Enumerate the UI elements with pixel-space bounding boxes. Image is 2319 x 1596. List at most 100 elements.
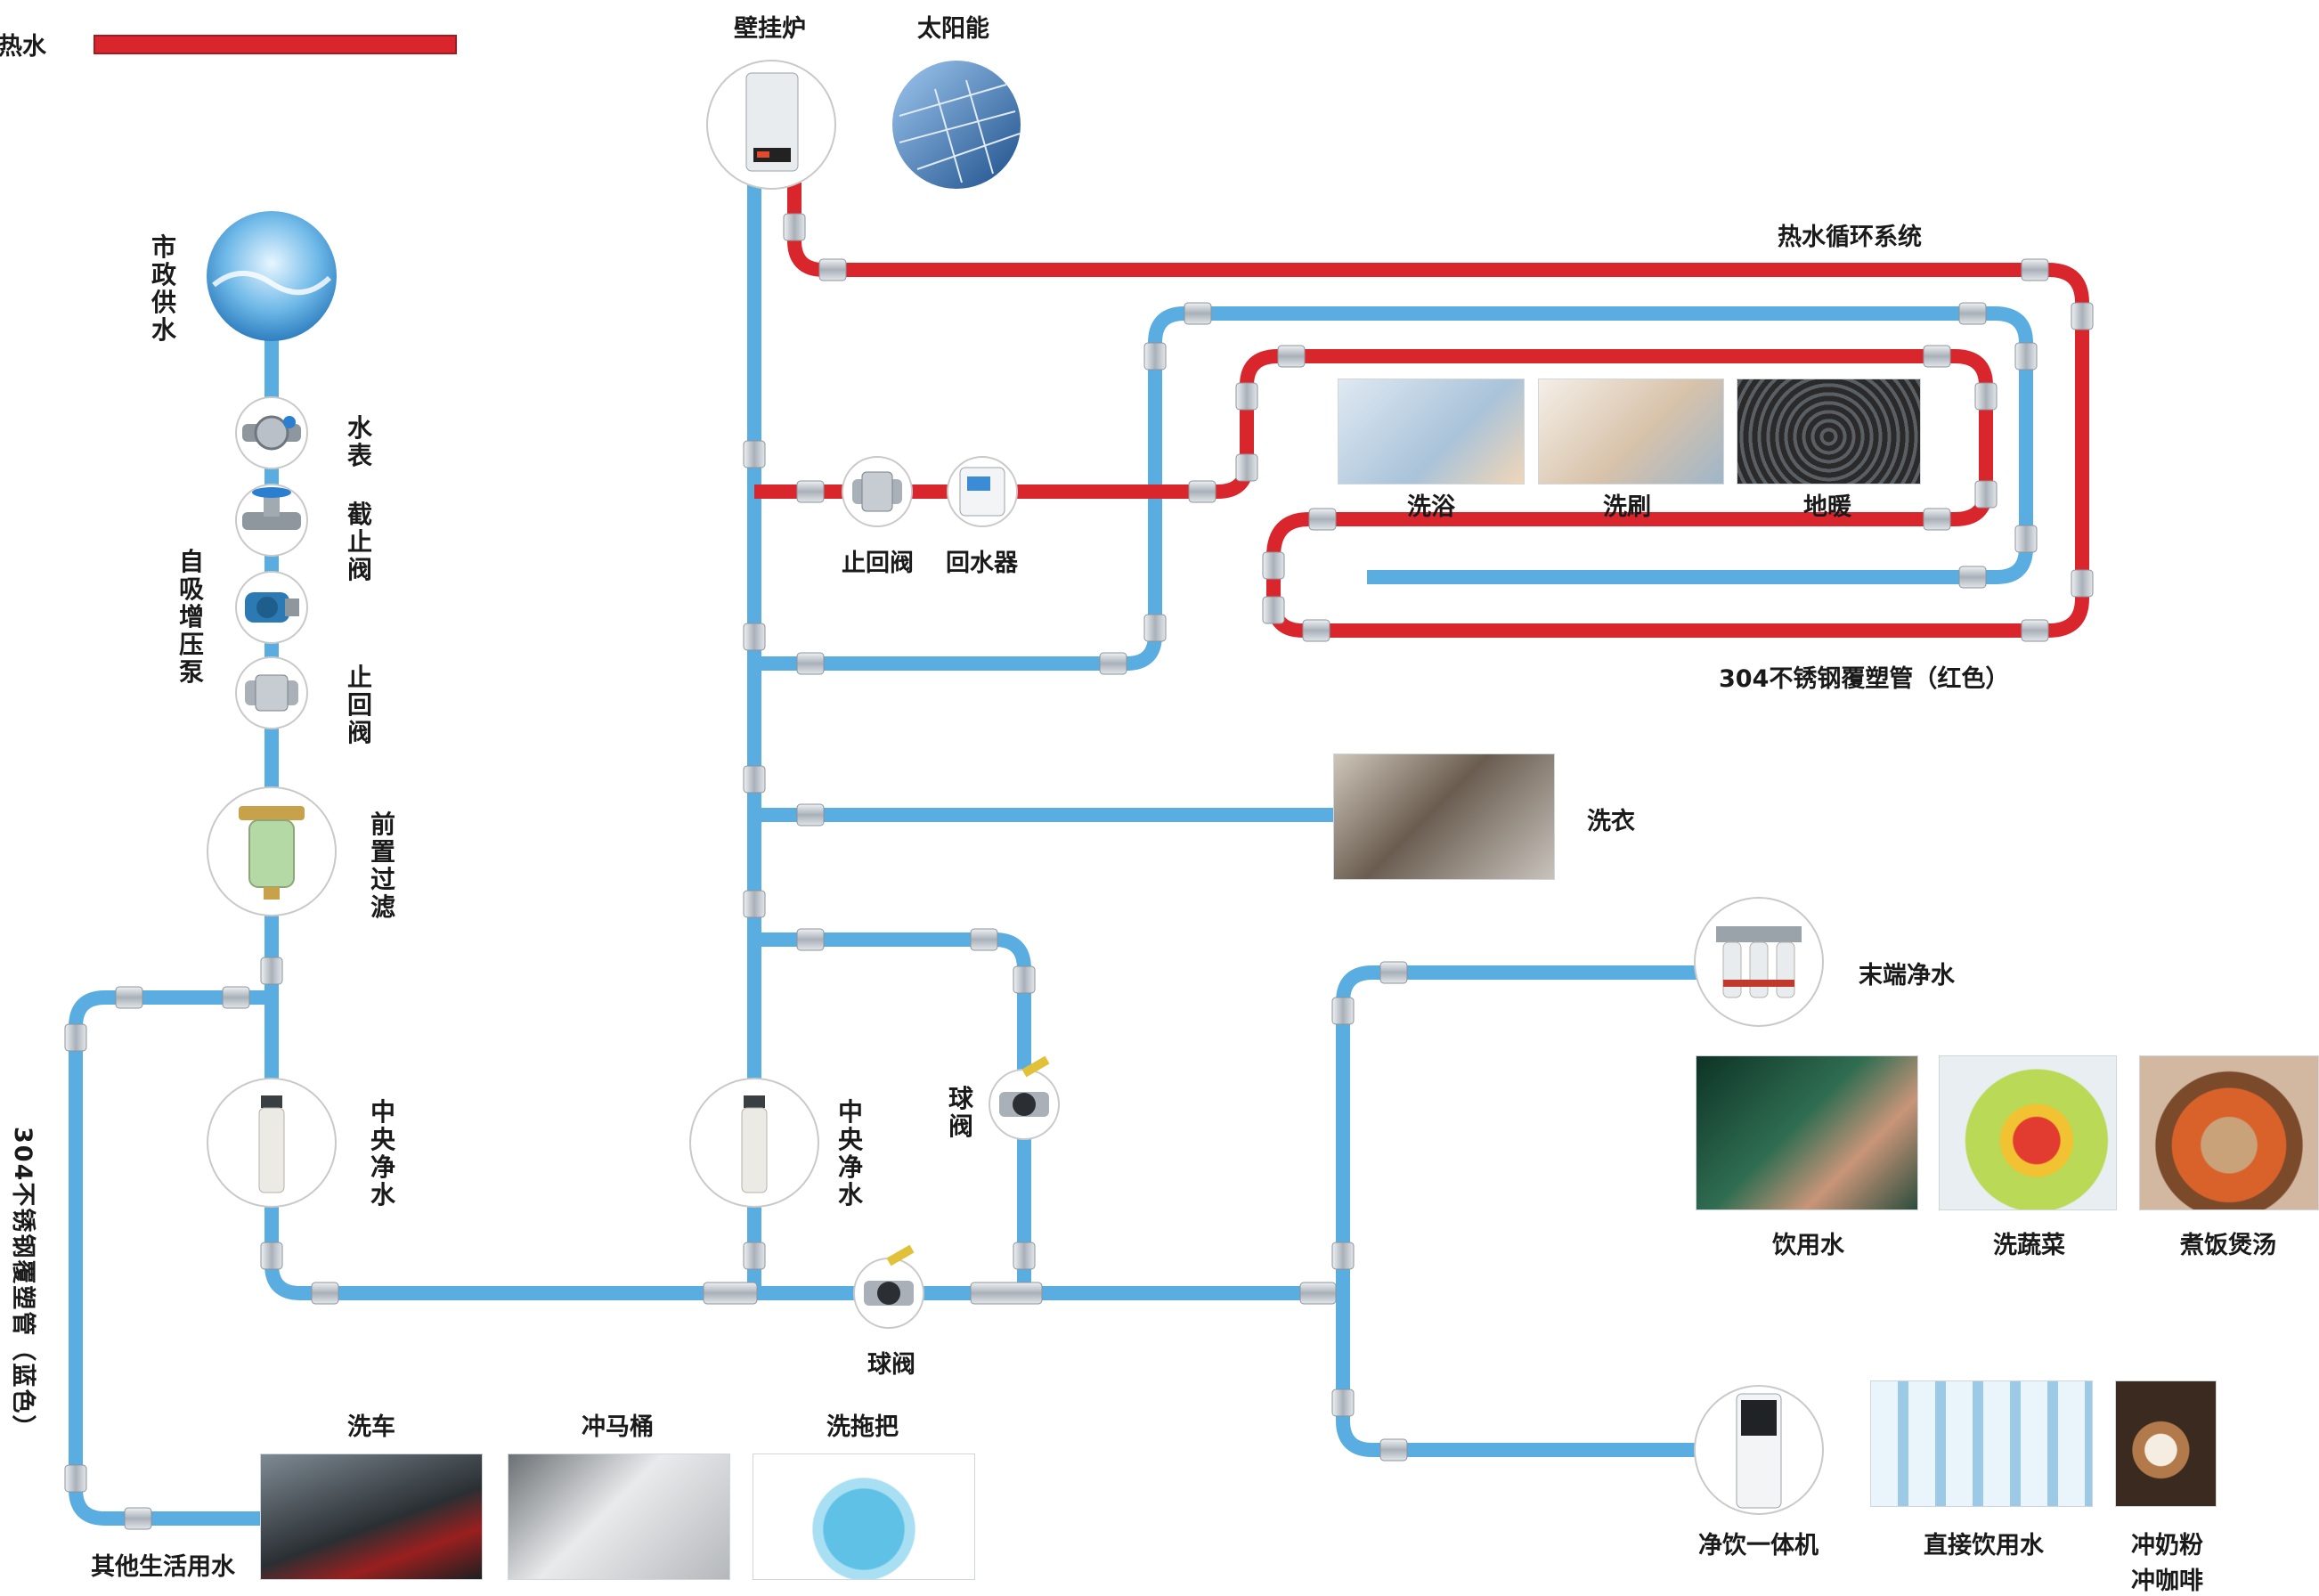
cooking-photo xyxy=(2139,1055,2319,1210)
fitting xyxy=(1308,508,1337,531)
boiler-icon xyxy=(706,60,836,190)
fitting xyxy=(2071,569,2094,598)
fitting xyxy=(1188,480,1216,503)
fitting xyxy=(2071,302,2094,330)
end-purifier-label: 末端净水 xyxy=(1859,962,1955,989)
fitting xyxy=(260,1242,283,1270)
mop-label: 洗拖把 xyxy=(826,1413,899,1441)
fitting xyxy=(1013,1242,1036,1270)
fitting xyxy=(1302,619,1330,642)
floor-heating-photo xyxy=(1737,379,1921,484)
return-device-label: 回水器 xyxy=(946,550,1018,577)
cooking-label: 煮饭煲汤 xyxy=(2180,1232,2276,1259)
bath-label: 洗浴 xyxy=(1407,493,1455,521)
floor-heating-label: 地暖 xyxy=(1803,493,1851,521)
fitting xyxy=(1235,382,1258,411)
source-check-valve-label: 止回阀 xyxy=(346,663,372,747)
washbasin-label: 洗刷 xyxy=(1603,493,1651,521)
central-purifier-icon-mid xyxy=(689,1078,819,1208)
mop-photo xyxy=(753,1454,975,1580)
fitting xyxy=(796,652,825,675)
coffee-label-line1: 冲奶粉 xyxy=(2131,1532,2203,1559)
boiler-label: 壁挂炉 xyxy=(734,15,806,43)
wash-veg-label: 洗蔬菜 xyxy=(1993,1232,2065,1259)
fitting xyxy=(1331,997,1355,1025)
fitting xyxy=(1958,566,1987,589)
fitting xyxy=(115,986,143,1009)
fitting xyxy=(970,928,998,951)
drinking-photo xyxy=(1696,1055,1918,1210)
prefilter-label: 前置过滤 xyxy=(370,810,395,922)
washbasin-photo xyxy=(1538,379,1724,484)
direct-drink-photo xyxy=(1870,1380,2093,1507)
ball-valve-icon-horizontal xyxy=(853,1244,924,1329)
legend-hot-swatch xyxy=(94,35,457,54)
bath-photo xyxy=(1338,379,1525,484)
toilet-photo xyxy=(508,1454,730,1580)
fitting xyxy=(1184,302,1212,325)
car-wash-label: 洗车 xyxy=(347,1413,395,1441)
coffee-photo xyxy=(2115,1380,2217,1507)
fitting xyxy=(796,480,825,503)
direct-drink-label: 直接饮用水 xyxy=(1924,1532,2044,1559)
stop-valve-label: 截止阀 xyxy=(346,500,372,584)
fitting xyxy=(783,213,806,241)
check-valve-icon-left xyxy=(235,656,308,729)
municipal-label: 市政供水 xyxy=(151,232,176,345)
stop-valve-icon xyxy=(235,484,308,557)
fitting xyxy=(124,1507,152,1530)
pipe-bypass-other xyxy=(69,990,272,1526)
water-meter-label: 水表 xyxy=(346,413,372,470)
fitting xyxy=(743,1242,766,1270)
fitting xyxy=(1143,614,1167,642)
central-purifier-icon-left xyxy=(207,1078,337,1208)
water-dispenser-icon xyxy=(1694,1385,1824,1515)
solar-label: 太阳能 xyxy=(917,15,989,43)
pipe-terminal-riser xyxy=(1336,965,1697,1293)
fitting xyxy=(64,1023,87,1052)
fitting xyxy=(743,623,766,651)
fitting xyxy=(1099,652,1127,675)
fitting xyxy=(1379,961,1408,984)
pipe-dispenser xyxy=(1336,1293,1697,1457)
solar-panel-icon xyxy=(892,61,1021,189)
hot-check-valve-label: 止回阀 xyxy=(842,550,914,577)
fitting xyxy=(1923,345,1951,368)
municipal-water-icon xyxy=(207,211,337,341)
fitting xyxy=(970,1282,1043,1305)
fitting xyxy=(222,986,250,1009)
laundry-photo xyxy=(1333,753,1555,880)
fitting xyxy=(260,957,283,985)
fitting xyxy=(796,803,825,826)
fitting xyxy=(2021,619,2049,642)
pipe-red-label: 304不锈钢覆塑管（红色） xyxy=(1719,665,2010,693)
fitting xyxy=(1379,1438,1408,1462)
pipe-blue-label: 304不锈钢覆塑管（蓝色） xyxy=(9,1127,37,1441)
car-wash-photo xyxy=(260,1454,483,1580)
central-purifier-mid-label: 中央净水 xyxy=(837,1097,863,1209)
fitting xyxy=(1143,342,1167,370)
fitting xyxy=(1958,302,1987,325)
pipe-source-main xyxy=(264,338,712,1300)
dispenser-label: 净饮一体机 xyxy=(1698,1532,1819,1559)
fitting xyxy=(64,1464,87,1493)
prefilter-icon xyxy=(207,786,337,916)
booster-pump-icon xyxy=(235,571,308,644)
toilet-label: 冲马桶 xyxy=(582,1413,654,1441)
pipe-hot-boiler xyxy=(754,183,2089,638)
fitting xyxy=(1974,480,1998,509)
fitting xyxy=(2014,525,2038,553)
ball-valve-horizontal-label: 球阀 xyxy=(867,1351,915,1379)
fitting xyxy=(1262,596,1285,624)
coffee-label-line2: 冲咖啡 xyxy=(2131,1568,2203,1595)
fitting xyxy=(1331,1242,1355,1270)
fitting xyxy=(1277,345,1306,368)
water-wave-icon xyxy=(212,271,332,296)
fitting xyxy=(2021,258,2049,281)
legend-hot-label: 热水 xyxy=(0,33,46,61)
fitting xyxy=(1262,551,1285,580)
fitting xyxy=(1235,453,1258,482)
wash-veg-photo xyxy=(1939,1055,2117,1210)
fitting xyxy=(743,890,766,918)
